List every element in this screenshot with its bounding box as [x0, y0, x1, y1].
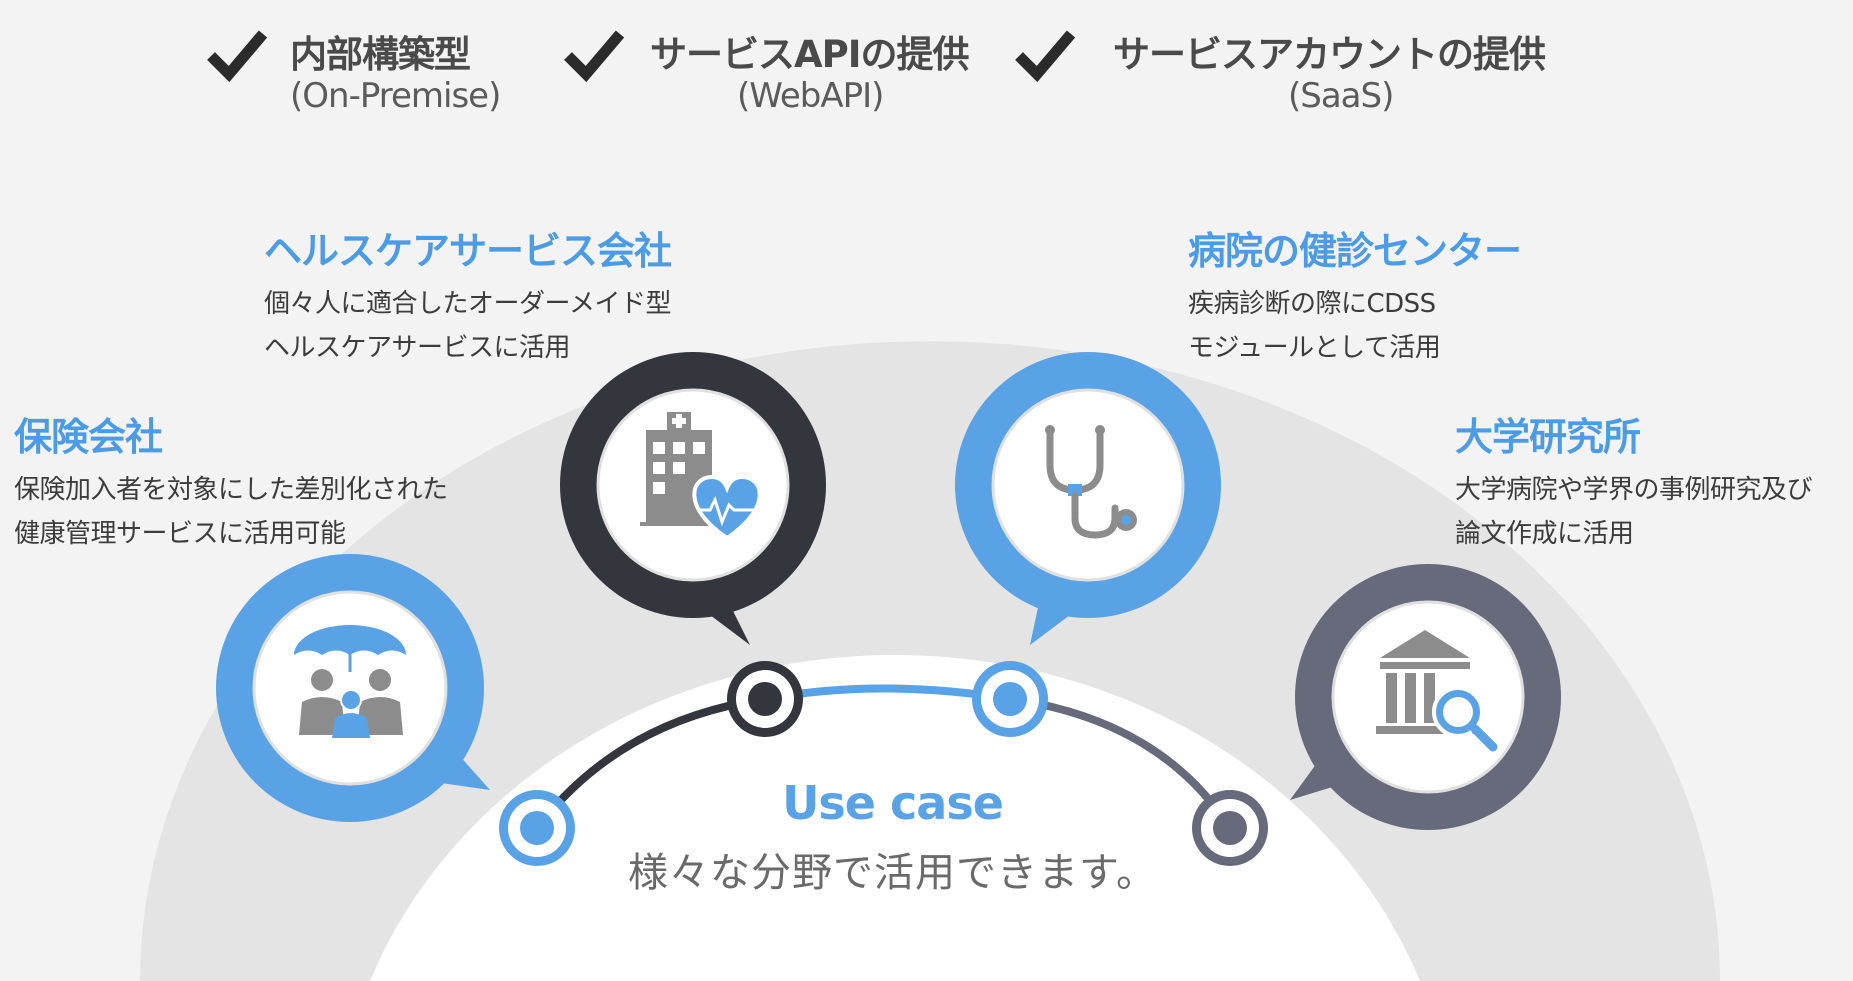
stethoscope-icon — [1045, 425, 1137, 539]
inner-arch — [370, 654, 1420, 981]
option-subtitle: (WebAPI) — [737, 76, 884, 116]
desc-line: 論文作成に活用 — [1455, 519, 1634, 549]
desc-line: ヘルスケアサービスに活用 — [264, 333, 571, 363]
use-case-healthcare-desc: 個々人に適合したオーダーメイド型 ヘルスケアサービスに活用 — [264, 282, 671, 370]
center-title: Use case — [782, 776, 1004, 830]
node-healthcare — [727, 661, 803, 737]
desc-line: 健康管理サービスに活用可能 — [14, 519, 346, 549]
desc-line: 疾病診断の際にCDSS — [1188, 289, 1436, 319]
bubble-healthcare — [560, 352, 826, 645]
use-case-checkup-title: 病院の健診センター — [1188, 229, 1522, 273]
desc-line: 保険加入者を対象にした差別化された — [14, 475, 448, 505]
option-title: サービスAPIの提供 — [650, 33, 970, 76]
bubble-insurance — [216, 554, 490, 822]
bank-search-icon — [1376, 630, 1498, 752]
desc-line: モジュールとして活用 — [1188, 333, 1441, 363]
use-case-university-desc: 大学病院や学界の事例研究及び 論文作成に活用 — [1455, 468, 1813, 556]
use-case-checkup-desc: 疾病診断の際にCDSS モジュールとして活用 — [1188, 282, 1441, 370]
bubble-university — [1290, 564, 1561, 830]
node-insurance — [499, 790, 575, 866]
check-icon — [1015, 30, 1076, 83]
option-subtitle: (SaaS) — [1288, 76, 1394, 116]
umbrella-family-icon — [294, 625, 406, 738]
option-subtitle: (On-Premise) — [290, 76, 501, 116]
node-checkup — [972, 661, 1048, 737]
check-icon — [207, 30, 268, 83]
center-subtitle: 様々な分野で活用できます。 — [628, 850, 1157, 896]
option-title: サービスアカウントの提供 — [1113, 33, 1546, 76]
bubble-checkup — [955, 352, 1221, 645]
use-case-healthcare-title: ヘルスケアサービス会社 — [264, 229, 672, 273]
option-title: 内部構築型 — [290, 33, 471, 76]
node-university — [1192, 790, 1268, 866]
hospital-heart-icon — [640, 412, 762, 541]
use-case-university-title: 大学研究所 — [1455, 415, 1641, 459]
check-icon — [564, 30, 625, 83]
use-case-insurance-desc: 保険加入者を対象にした差別化された 健康管理サービスに活用可能 — [14, 468, 448, 556]
use-case-insurance-title: 保険会社 — [14, 415, 163, 459]
desc-line: 大学病院や学界の事例研究及び — [1455, 475, 1813, 505]
desc-line: 個々人に適合したオーダーメイド型 — [264, 289, 671, 319]
